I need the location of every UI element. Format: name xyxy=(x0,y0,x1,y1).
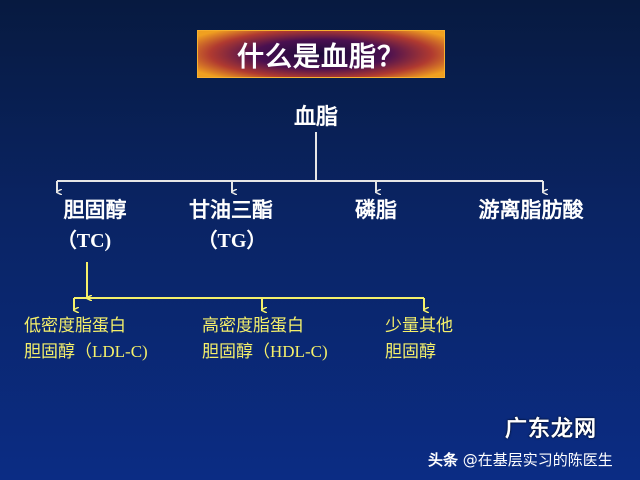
hdl-line2: 胆固醇（HDL-C) xyxy=(202,342,328,361)
node-triglyceride: 甘油三酯 xyxy=(189,198,273,222)
node-free-fatty-acid: 游离脂肪酸 xyxy=(478,198,584,222)
watermark-handle: @在基层实习的陈医生 xyxy=(462,451,613,469)
node-cholesterol: 胆固醇 xyxy=(63,198,127,222)
other-line1: 少量其他 xyxy=(385,316,453,336)
title-box: 什么是血脂？ xyxy=(197,30,445,78)
node-cholesterol-abbr: （TC) xyxy=(56,230,112,252)
ldl-line2: 胆固醇（LDL-C) xyxy=(24,342,148,361)
hdl-line1: 高密度脂蛋白 xyxy=(202,316,304,336)
node-other-cholesterol: 少量其他 胆固醇 xyxy=(385,313,453,365)
ldl-line1: 低密度脂蛋白 xyxy=(24,316,126,336)
slide-title: 什么是血脂？ xyxy=(237,41,405,73)
node-phospholipid: 磷脂 xyxy=(355,198,397,222)
node-ldl: 低密度脂蛋白 胆固醇（LDL-C) xyxy=(24,313,148,365)
node-triglyceride-abbr: （TG） xyxy=(197,230,267,252)
root-node: 血脂 xyxy=(293,105,339,130)
watermark-logo: 广东龙网 xyxy=(505,417,598,442)
watermark-source: 头条 xyxy=(428,451,459,469)
watermark: 头条 @在基层实习的陈医生 xyxy=(428,450,613,470)
node-hdl: 高密度脂蛋白 胆固醇（HDL-C) xyxy=(202,313,328,365)
other-line2: 胆固醇 xyxy=(385,342,436,362)
